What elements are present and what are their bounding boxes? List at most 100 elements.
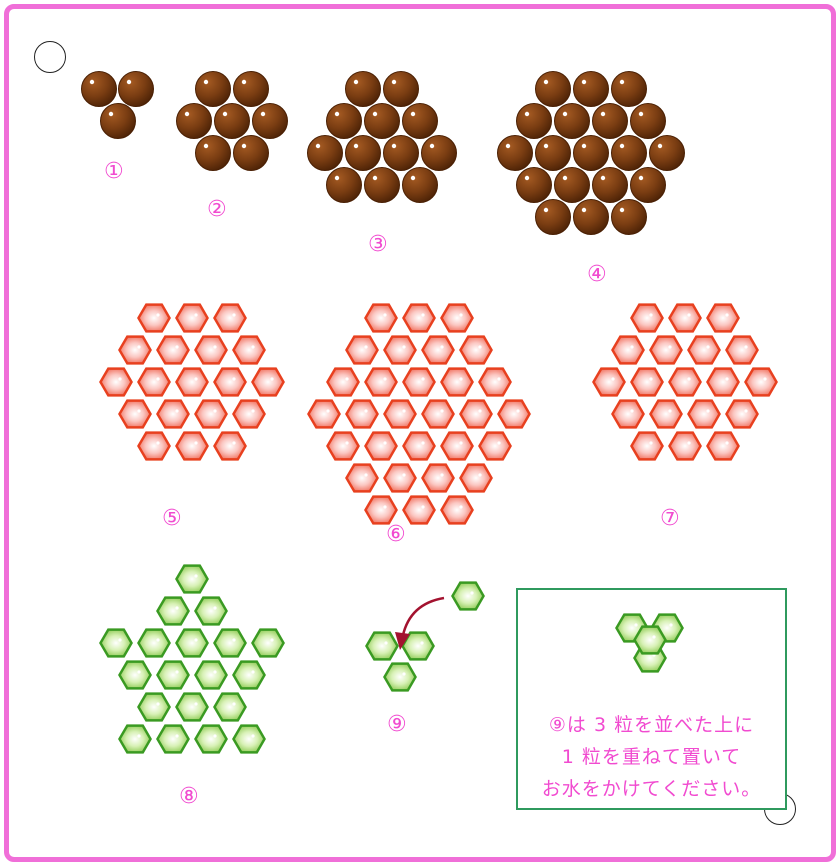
bead <box>308 136 343 171</box>
bead <box>367 633 398 660</box>
bead <box>120 401 151 428</box>
pattern-9 <box>367 583 484 691</box>
bead <box>384 136 419 171</box>
bead <box>196 726 227 753</box>
pattern-number-9: ⑨ <box>387 714 407 736</box>
bead <box>101 104 136 139</box>
bead <box>594 369 625 396</box>
bead <box>234 726 265 753</box>
bead <box>480 369 511 396</box>
bead <box>423 465 454 492</box>
bead <box>632 369 663 396</box>
bead <box>215 305 246 332</box>
pattern-4 <box>498 72 685 235</box>
bead <box>347 465 378 492</box>
bead <box>158 401 189 428</box>
pattern-number-7: ⑦ <box>660 508 680 530</box>
bead <box>120 337 151 364</box>
bead <box>499 401 530 428</box>
bead <box>119 72 154 107</box>
bead <box>177 433 208 460</box>
bead <box>593 168 628 203</box>
bead <box>746 369 777 396</box>
bead <box>461 401 492 428</box>
bead <box>253 369 284 396</box>
pattern-number-5: ⑤ <box>162 508 182 530</box>
bead <box>234 662 265 689</box>
instruction-line-3: お水をかけてください。 <box>518 774 785 801</box>
bead <box>215 630 246 657</box>
bead <box>366 497 397 524</box>
pattern-5 <box>101 305 284 460</box>
bead <box>536 200 571 235</box>
bead <box>215 104 250 139</box>
pattern-8 <box>101 566 284 753</box>
bead <box>234 72 269 107</box>
bead <box>442 369 473 396</box>
bead <box>196 662 227 689</box>
bead <box>442 433 473 460</box>
bead <box>403 168 438 203</box>
bead <box>574 136 609 171</box>
bead <box>365 104 400 139</box>
bead <box>366 305 397 332</box>
bead <box>158 726 189 753</box>
bead <box>253 104 288 139</box>
pattern-number-8: ⑧ <box>179 786 199 808</box>
bead <box>328 369 359 396</box>
bead <box>650 136 685 171</box>
bead <box>651 401 682 428</box>
bead <box>631 168 666 203</box>
bead <box>215 694 246 721</box>
bead <box>158 598 189 625</box>
bead <box>385 337 416 364</box>
bead <box>517 168 552 203</box>
bead <box>422 136 457 171</box>
pattern-number-6: ⑥ <box>386 524 406 546</box>
bead <box>385 465 416 492</box>
pattern-number-4: ④ <box>587 264 607 286</box>
bead <box>158 662 189 689</box>
bead <box>461 465 492 492</box>
bead <box>423 401 454 428</box>
bead <box>498 136 533 171</box>
bead <box>574 200 609 235</box>
instruction-line-2: 1 粒を重ねて置いて <box>518 742 785 769</box>
bead <box>727 401 758 428</box>
bead <box>574 72 609 107</box>
bead <box>177 305 208 332</box>
bead <box>327 104 362 139</box>
bead <box>177 104 212 139</box>
bead <box>366 369 397 396</box>
bead <box>632 433 663 460</box>
bead <box>385 401 416 428</box>
bead <box>196 337 227 364</box>
bead <box>453 583 484 610</box>
instruction-line-1: ⑨は 3 粒を並べた上に <box>518 710 785 737</box>
bead <box>120 662 151 689</box>
bead <box>670 305 701 332</box>
bead <box>403 104 438 139</box>
bead <box>670 369 701 396</box>
bead <box>461 337 492 364</box>
bead <box>632 305 663 332</box>
bead <box>101 369 132 396</box>
bead <box>423 337 454 364</box>
bead <box>670 433 701 460</box>
bead <box>177 694 208 721</box>
pattern-3 <box>308 72 457 203</box>
bead <box>327 168 362 203</box>
bead <box>215 433 246 460</box>
bead <box>234 337 265 364</box>
bead <box>385 664 416 691</box>
bead <box>139 369 170 396</box>
bead <box>234 401 265 428</box>
bead <box>196 598 227 625</box>
bead <box>328 433 359 460</box>
bead <box>120 726 151 753</box>
bead <box>365 168 400 203</box>
bead <box>177 566 208 593</box>
bead <box>215 369 246 396</box>
pattern-6 <box>309 305 530 524</box>
bead <box>442 305 473 332</box>
